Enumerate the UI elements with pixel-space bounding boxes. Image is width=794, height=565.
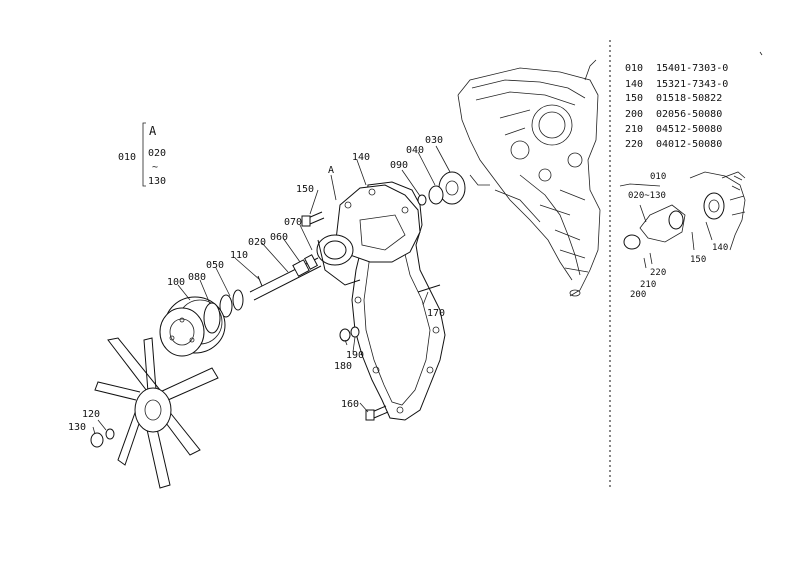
- edge-mark: [759, 51, 763, 56]
- inset-callout-020-130: 020~130: [628, 191, 666, 201]
- shaft-bearings-drawing: [219, 254, 322, 318]
- callout-160: 160: [341, 399, 359, 410]
- callout-170: 170: [427, 308, 445, 319]
- part-ref: 150: [625, 93, 643, 104]
- part-number: 15321-7343-0: [656, 79, 728, 90]
- small-parts-drawing: [90, 171, 466, 448]
- inset-callout-150: 150: [690, 255, 706, 265]
- inset-callout-140: 140: [712, 243, 728, 253]
- bracket-tilde: ~: [152, 162, 158, 173]
- part-number: 15401-7303-0: [656, 63, 728, 74]
- leader-lines: [92, 145, 451, 435]
- pulley-drawing: [159, 296, 226, 357]
- part-ref: 200: [625, 109, 643, 120]
- callout-150: 150: [296, 184, 314, 195]
- callout-110: 110: [230, 250, 248, 261]
- callout-040: 040: [406, 145, 424, 156]
- assembly-bracket: 010 A 020 ~ 130: [118, 122, 166, 187]
- inset-callout-200: 200: [630, 290, 646, 300]
- part-ref: 140: [625, 79, 643, 90]
- callout-130: 130: [68, 422, 86, 433]
- callout-190: 190: [346, 350, 364, 361]
- inset-callout-010: 010: [650, 172, 666, 182]
- bracket-main-ref: 010: [118, 152, 136, 163]
- callout-120: 120: [82, 409, 100, 420]
- callout-070: 070: [284, 217, 302, 228]
- part-number: 04012-50080: [656, 139, 722, 150]
- part-number: 01518-50822: [656, 93, 722, 104]
- callout-100: 100: [167, 277, 185, 288]
- part-number: 02056-50080: [656, 109, 722, 120]
- water-pump-body-drawing: [316, 184, 421, 286]
- callout-090: 090: [390, 160, 408, 171]
- bracket-letter: A: [149, 124, 157, 138]
- callout-050: 050: [206, 260, 224, 271]
- callout-060: 060: [270, 232, 288, 243]
- inset-callout-210: 210: [640, 280, 656, 290]
- part-number: 04512-50080: [656, 124, 722, 135]
- bracket-from: 020: [148, 148, 166, 159]
- engine-block-drawing: [457, 59, 601, 297]
- callout-180: 180: [334, 361, 352, 372]
- part-ref: 220: [625, 139, 643, 150]
- callout-a: A: [328, 165, 334, 176]
- parts-list: 010 15401-7303-0 140 15321-7343-0 150 01…: [625, 63, 728, 150]
- bracket-to: 130: [148, 176, 166, 187]
- callout-080: 080: [188, 272, 206, 283]
- edge-mark: [731, 175, 743, 191]
- callout-140: 140: [352, 152, 370, 163]
- inset-callout-220: 220: [650, 268, 666, 278]
- part-ref: 010: [625, 63, 643, 74]
- cooling-fan-drawing: [94, 337, 219, 489]
- callout-030: 030: [425, 135, 443, 146]
- callout-020: 020: [248, 237, 266, 248]
- part-ref: 210: [625, 124, 643, 135]
- inset-assembly-drawing: 010 020~130 140 150 220 210 200: [619, 171, 746, 300]
